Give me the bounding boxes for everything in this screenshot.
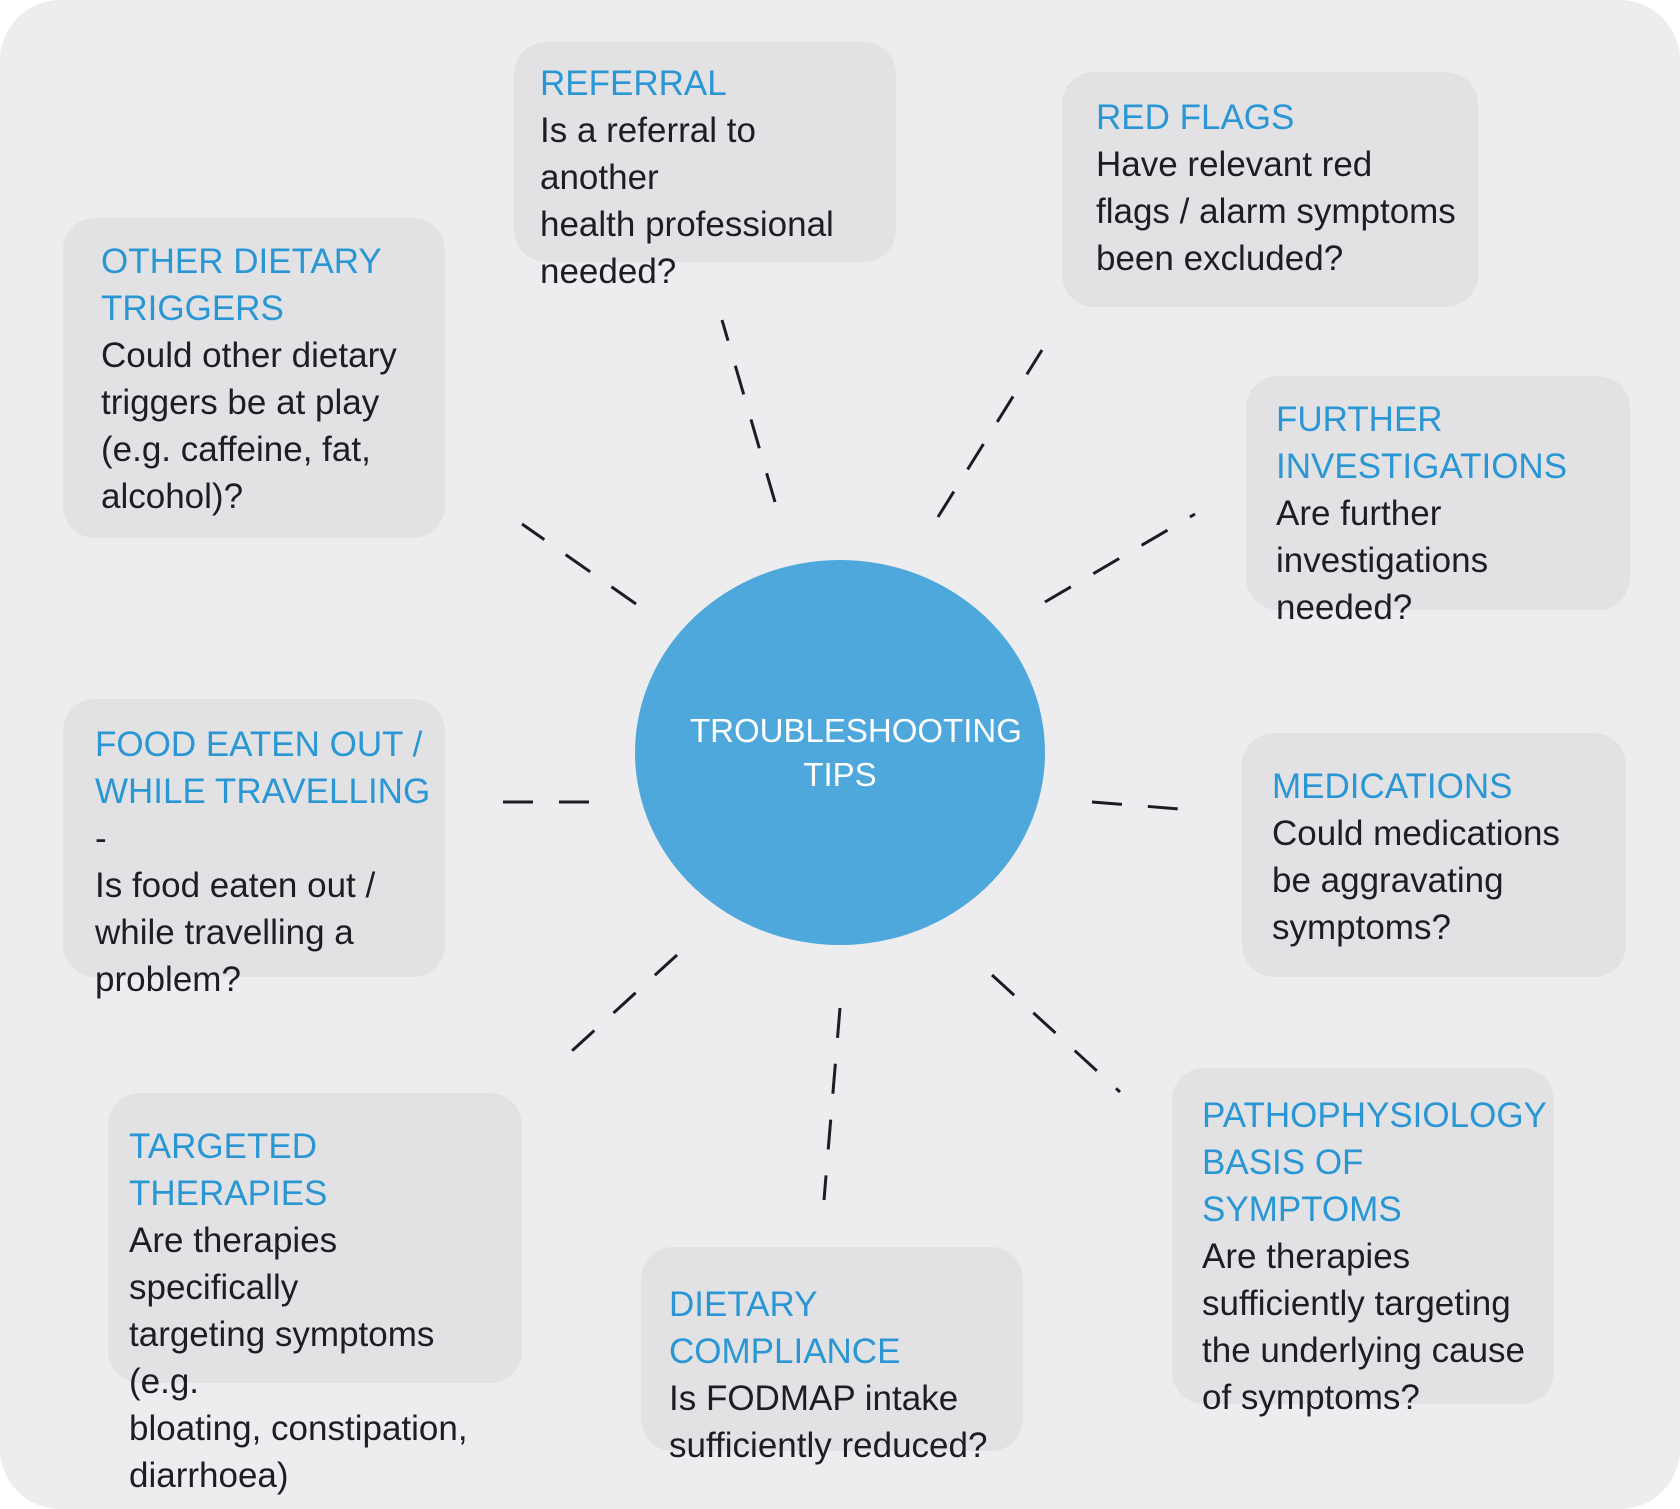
connector-targeted-therapies: [560, 953, 679, 1062]
node-referral: REFERRAL Is a referral to another health…: [514, 42, 896, 291]
node-title-text: FOOD EATEN OUT / WHILE TRAVELLING: [95, 725, 431, 811]
connector-dietary-compliance: [822, 1007, 842, 1201]
node-body: Are therapies sufficiently targeting the…: [1202, 1237, 1525, 1417]
connector-pathophysiology: [990, 973, 1122, 1094]
central-hub: TROUBLESHOOTING TIPS: [635, 560, 1045, 945]
node-body: Is food eaten out / while travelling a p…: [95, 866, 376, 999]
node-title: FOOD EATEN OUT / WHILE TRAVELLING -: [95, 721, 435, 862]
node-medications: MEDICATIONS Could medications be aggrava…: [1242, 733, 1626, 977]
connector-medications: [1091, 800, 1181, 811]
connector-further-investigations: [1044, 512, 1196, 604]
node-other-dietary-triggers: OTHER DIETARY TRIGGERS Could other dieta…: [63, 218, 445, 538]
node-body: Have relevant red flags / alarm symptoms…: [1096, 145, 1456, 278]
node-dietary-compliance: DIETARY COMPLIANCE Is FODMAP intake suff…: [641, 1247, 1023, 1465]
node-title: TARGETED THERAPIES: [129, 1127, 328, 1213]
node-body: Is FODMAP intake sufficiently reduced?: [669, 1379, 988, 1465]
node-food-eaten-out: FOOD EATEN OUT / WHILE TRAVELLING - Is f…: [63, 699, 445, 999]
node-body: Are further investigations needed?: [1276, 494, 1489, 627]
node-title: PATHOPHYSIOLOGY BASIS OF SYMPTOMS: [1202, 1096, 1547, 1229]
node-title: RED FLAGS: [1096, 98, 1295, 137]
node-body: Could other dietary triggers be at play …: [101, 336, 397, 516]
connector-red-flags: [936, 349, 1044, 518]
node-red-flags: RED FLAGS Have relevant red flags / alar…: [1062, 72, 1478, 307]
node-title: FURTHER INVESTIGATIONS: [1276, 400, 1568, 486]
node-title: DIETARY COMPLIANCE: [669, 1285, 901, 1371]
node-pathophysiology: PATHOPHYSIOLOGY BASIS OF SYMPTOMS Are th…: [1172, 1068, 1554, 1417]
hub-label: TROUBLESHOOTING TIPS: [690, 711, 1022, 793]
node-title: MEDICATIONS: [1272, 767, 1513, 806]
node-further-investigations: FURTHER INVESTIGATIONS Are further inves…: [1246, 376, 1630, 627]
node-targeted-therapies: TARGETED THERAPIES Are therapies specifi…: [108, 1093, 522, 1495]
node-body: Is a referral to another health professi…: [540, 111, 834, 291]
node-title: OTHER DIETARY TRIGGERS: [101, 242, 382, 328]
node-body: Could medications be aggravating symptom…: [1272, 814, 1560, 947]
node-title-suffix: -: [95, 819, 107, 858]
node-body: Are therapies specifically targeting sym…: [129, 1221, 468, 1495]
connector-referral: [720, 319, 777, 503]
node-title: REFERRAL: [540, 64, 727, 103]
connector-other-dietary-triggers: [521, 522, 637, 606]
